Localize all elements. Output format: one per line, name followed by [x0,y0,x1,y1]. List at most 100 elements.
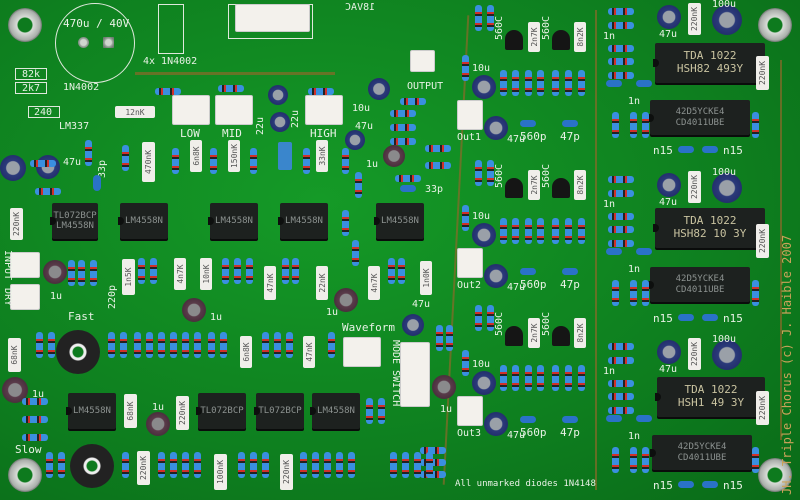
resistor [578,365,585,391]
resistor [390,138,416,145]
resistor [22,434,48,441]
cap-470n: 470nK [142,142,155,182]
r-2k7-label: 2k7 [22,83,41,94]
cap-1n-label: 1n [628,96,641,107]
resistor [194,452,201,478]
cap-8n2: 8n2K [574,318,586,348]
ceramic-capacitor [636,248,652,255]
trace [135,72,335,75]
resistor [182,452,189,478]
cap-220n: 220nK [688,171,701,203]
cap-100n: 100nK [214,454,227,490]
mode-switch-label: MODE SWITCH [390,340,401,407]
resistor [525,365,532,391]
chip-marking: HSH82 10 3Y [673,227,747,240]
resistor [352,240,359,266]
cap-100u-label: 100u [712,167,737,178]
opamp-chip: LM4558N [278,203,328,239]
mid-pot-connector[interactable] [215,95,253,125]
cap-22u-label: 22u [255,116,266,135]
high-pot-connector[interactable] [305,95,343,125]
resistor-footprint [15,82,47,94]
resistor [630,112,637,138]
chip-marking: CD4011UBE [677,452,727,463]
diodes-note: All unmarked diodes 1N4148 [455,479,596,489]
film-capacitor [278,142,292,170]
resistor-footprint [28,106,60,118]
fast-trimmer-pot[interactable] [56,330,100,374]
cap-1n-label: 1n [603,366,616,377]
resistor [366,398,373,424]
output-connector[interactable] [410,50,435,72]
ceramic-capacitor [702,314,718,321]
resistor [250,452,257,478]
resistor [158,332,165,358]
resistor [608,22,634,29]
cap-47u-label: 47u [507,282,526,293]
cap-1u-label: 1u [326,307,339,318]
resistor [608,8,634,15]
mounting-hole [758,458,792,492]
cap-100u-label: 100u [712,334,737,345]
resistor [336,452,343,478]
resistor [303,148,310,174]
transistor-label: 560C [541,311,552,336]
out1-connector[interactable] [457,100,483,130]
cap-8n2: 8n2K [574,22,586,52]
resistor [552,365,559,391]
chip-marking: 42D5YCKE4 [675,274,725,285]
resistor [414,452,421,478]
cap-47u-label: 47u [659,29,678,40]
cap-47u-label: 47u [412,299,431,310]
cap-47u-label: 47u [355,121,374,132]
electrolytic-capacitor [472,75,496,99]
low-label: LOW [180,127,200,140]
out1-label: Out1 [457,132,482,143]
electrolytic-capacitor [182,298,206,322]
cap-560p-label: 560p [520,130,547,143]
resistor [170,452,177,478]
mid-label: MID [222,127,242,140]
high-label: HIGH [310,127,337,140]
electrolytic-capacitor [146,412,170,436]
cap-220n: 220nK [176,396,189,430]
resistor [475,160,482,186]
resistor [537,218,544,244]
resistor [752,447,759,473]
cap-10u-label: 10u [352,103,371,114]
cap-n15-label: n15 [723,144,743,157]
input-connector[interactable] [10,252,40,278]
mode-switch-connector[interactable] [400,342,430,407]
chip-marking: HSH82 493Y [676,62,744,75]
resistor [425,162,451,169]
dry-connector[interactable] [10,284,40,310]
cap-220n: 220nK [688,338,701,370]
resistor [512,70,519,96]
out2-label: Out2 [457,280,482,291]
cap-1u-label: 1u [210,312,223,323]
ceramic-capacitor [678,146,694,153]
resistor [210,148,217,174]
chip-marking: CD4011UBE [675,117,725,128]
ceramic-capacitor [702,146,718,153]
out2-connector[interactable] [457,248,483,278]
low-pot-connector[interactable] [172,95,210,125]
resistor [36,332,43,358]
out3-connector[interactable] [457,396,483,426]
waveform-connector[interactable] [343,337,381,367]
credit-text: JH. Triple Chorus (c) J. Haible 2007 [780,234,794,495]
ceramic-capacitor [606,80,622,87]
chip-marking: TL072BCP [258,405,302,416]
capacitor-footprint [55,3,135,83]
resistor [608,240,634,247]
electrolytic-capacitor [657,340,681,364]
chip-marking: LM4558N [125,215,163,226]
resistor [194,332,201,358]
slow-trimmer-pot[interactable] [70,444,114,488]
resistor [308,88,334,95]
